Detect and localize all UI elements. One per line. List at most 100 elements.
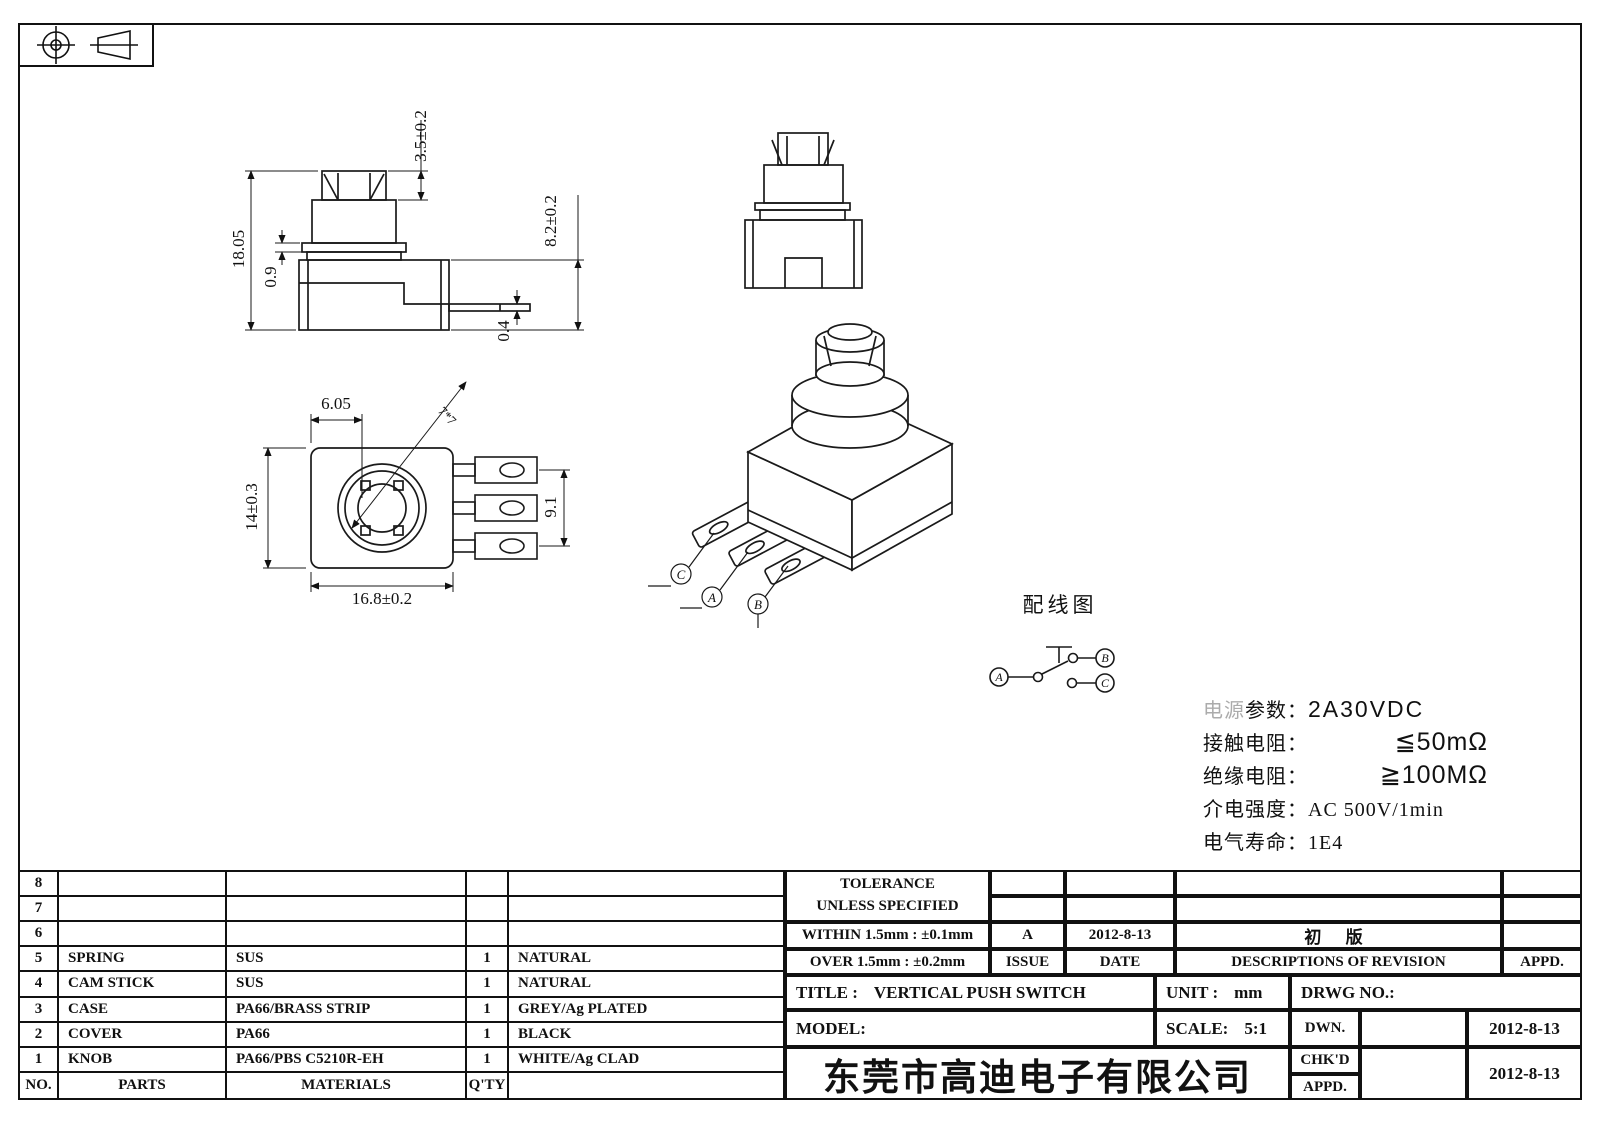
bottom-view-dimensions [263,381,570,592]
parts-table: 8 7 6 5 SPRING SUS 1 NATURAL 4 CAM STICK… [18,870,785,1100]
dim-body-width: 14±0.3 [242,483,261,531]
parts-row-name: SPRING [59,947,227,973]
parts-row-finish: WHITE/Ag CLAD [509,1048,783,1073]
dim-knob-height: 3.5±0.2 [411,110,430,162]
revision-appd-value [1502,922,1582,949]
terminal-label-b: B [754,597,762,612]
spec-life-value: 1E4 [1308,832,1344,854]
chkd-signature-cell [1360,1047,1467,1100]
spec-insulation-value: ≧100MΩ [1379,761,1488,789]
parts-header-parts: PARTS [59,1072,227,1098]
revision-cell-empty [1065,870,1175,896]
tolerance-block: TOLERANCE UNLESS SPECIFIED [785,870,990,922]
spec-contact-resistance: 接触电阻： ≦50mΩ [1203,728,1488,756]
parts-row-finish: NATURAL [509,972,783,998]
isometric-view [691,323,954,585]
bottom-view [310,447,538,569]
parts-row-material: SUS [227,947,467,973]
spec-electrical-life: 电气寿命： 1E4 [1203,832,1344,854]
dim-terminal-span: 9.1 [541,496,560,518]
parts-row-qty: 1 [467,947,509,973]
parts-row-material [227,897,467,923]
drawing-title: VERTICAL PUSH SWITCH [873,982,1086,1002]
parts-row-no: 7 [20,897,59,923]
wiring-diagram-title: 配线图 [1022,593,1098,617]
revision-date-value: 2012-8-13 [1065,922,1175,949]
isometric-terminal-leaders [648,532,789,628]
revision-description-label: DESCRIPTIONS OF REVISION [1175,949,1502,975]
terminal-label-a: A [707,590,716,605]
parts-row-qty [467,922,509,948]
parts-row-qty: 1 [467,997,509,1023]
parts-row-name: COVER [59,1022,227,1048]
parts-row-no: 5 [20,947,59,973]
dim-body-length: 16.8±0.2 [351,589,413,608]
projection-angle-icon [37,26,138,64]
spec-dielectric-strength: 介电强度： AC 500V/1min [1203,799,1444,821]
dim-offset: 6.05 [321,394,351,413]
revision-issue-label: ISSUE [990,949,1065,975]
parts-row-finish: BLACK [509,1023,783,1048]
chkd-date-cell: 2012-8-13 [1467,1047,1582,1100]
model-cell: MODEL: [785,1010,1155,1047]
terminal-label-c: C [677,567,686,582]
spec-contact-value: ≦50mΩ [1394,728,1488,756]
parts-row-name [59,872,227,898]
projection-symbol-box [18,23,154,67]
revision-date-label: DATE [1065,949,1175,975]
revision-cell-empty [1502,896,1582,922]
parts-row-qty: 1 [467,972,509,998]
parts-row-name: CAM STICK [59,972,227,998]
dim-body-height: 8.2±0.2 [541,195,560,247]
revision-cell-empty [1175,870,1502,896]
parts-row-finish [509,922,783,948]
scale-value: 5:1 [1244,1018,1268,1038]
dwn-date-cell: 2012-8-13 [1467,1010,1582,1047]
company-name: 东莞市高迪电子有限公司 [785,1047,1290,1100]
parts-row-qty [467,872,509,898]
appd-label-cell: APPD. [1290,1074,1360,1100]
tolerance-within: WITHIN 1.5mm : ±0.1mm [785,922,990,949]
scale-cell: SCALE: 5:1 [1155,1010,1290,1047]
parts-header-qty: Q'TY [467,1072,509,1098]
parts-row-name: KNOB [59,1047,227,1073]
parts-row-material: PA66 [227,1022,467,1048]
title-cell: TITLE : VERTICAL PUSH SWITCH [785,975,1155,1010]
revision-cell-empty [990,870,1065,896]
wiring-diagram-schematic [989,646,1115,693]
wiring-label-a: A [994,670,1003,684]
chkd-label-cell: CHK'D [1290,1047,1360,1074]
parts-row-no: 6 [20,922,59,948]
dwn-signature-cell [1360,1010,1467,1047]
spec-dielectric-value: AC 500V/1min [1308,799,1444,821]
wiring-label-b: B [1101,651,1109,665]
parts-row-material [227,872,467,898]
parts-row-no: 4 [20,972,59,998]
spec-label-faded: 电源 [1203,700,1245,722]
parts-row-finish: GREY/Ag PLATED [509,998,783,1023]
parts-row-no: 3 [20,997,59,1023]
wiring-label-c: C [1101,676,1110,690]
parts-header-no: NO. [20,1072,59,1098]
revision-issue-value: A [990,922,1065,949]
parts-row-material: PA66/PBS C5210R-EH [227,1047,467,1073]
parts-header-finish [509,1073,783,1098]
spec-power-rating: 电源参数： 2A30VDC [1203,696,1425,722]
revision-cell-empty [1502,870,1582,896]
parts-row-qty: 1 [467,1022,509,1048]
parts-row-no: 8 [20,872,59,898]
unit-cell: UNIT : mm [1155,975,1290,1010]
drwg-no-cell: DRWG NO.: [1290,975,1582,1010]
parts-row-material: SUS [227,972,467,998]
spec-insulation-resistance: 绝缘电阻： ≧100MΩ [1203,761,1488,789]
dwn-label-cell: DWN. [1290,1010,1360,1047]
revision-description-value: 初 版 [1175,922,1502,949]
parts-row-qty [467,897,509,923]
parts-row-finish: NATURAL [509,947,783,973]
dim-flange-thickness: 0.9 [261,266,280,288]
parts-row-no: 2 [20,1022,59,1048]
parts-row-qty: 1 [467,1047,509,1073]
front-view [744,132,863,289]
parts-row-material [227,922,467,948]
